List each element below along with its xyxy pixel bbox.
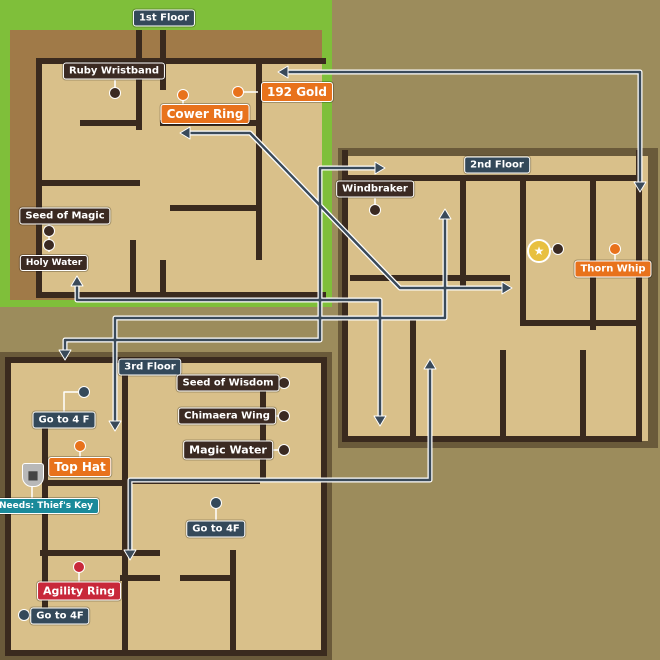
lock-icon: ■ (22, 463, 44, 487)
item-agility-ring[interactable]: Agility Ring (37, 581, 121, 601)
locked-door-note: Needs: Thief's Key (0, 498, 99, 514)
item-marker[interactable] (609, 243, 621, 255)
item-marker[interactable] (278, 444, 290, 456)
routes (24, 65, 647, 616)
item-marker[interactable] (43, 239, 55, 251)
stairs-go-to-4f[interactable]: Go to 4F (186, 520, 246, 538)
third-floor-label: 3rd Floor (118, 358, 182, 376)
item-marker[interactable] (278, 410, 290, 422)
walls (5, 30, 642, 656)
item-marker[interactable] (73, 561, 85, 573)
stairs-marker[interactable] (210, 497, 222, 509)
item-marker[interactable] (177, 89, 189, 101)
stairs-marker[interactable] (78, 386, 90, 398)
item-marker[interactable] (109, 87, 121, 99)
item-seed-of-wisdom[interactable]: Seed of Wisdom (176, 374, 280, 392)
arrowheads (58, 65, 647, 561)
item-holy-water[interactable]: Holy Water (19, 255, 89, 271)
first-floor-label: 1st Floor (132, 9, 196, 27)
item-marker[interactable] (74, 440, 86, 452)
second-floor-label: 2nd Floor (464, 156, 530, 174)
stairs-marker[interactable] (18, 609, 30, 621)
stairs-go-to-4f[interactable]: Go to 4F (30, 607, 90, 625)
item-chimaera-wing[interactable]: Chimaera Wing (178, 407, 276, 425)
item-magic-water[interactable]: Magic Water (183, 440, 273, 460)
second-floor-map (338, 148, 658, 448)
item-ruby-wristband[interactable]: Ruby Wristband (62, 62, 166, 80)
item-windbraker[interactable]: Windbraker (336, 180, 414, 198)
item-marker[interactable] (278, 377, 290, 389)
item-192-gold[interactable]: 192 Gold (260, 82, 334, 102)
stairs-go-to-4f[interactable]: Go to 4 F (32, 411, 96, 429)
item-marker[interactable] (43, 225, 55, 237)
item-cower-ring[interactable]: Cower Ring (160, 104, 250, 124)
item-marker[interactable] (369, 204, 381, 216)
item-top-hat[interactable]: Top Hat (48, 457, 112, 477)
item-thorn-whip[interactable]: Thorn Whip (574, 260, 652, 278)
item-marker[interactable] (552, 243, 564, 255)
item-marker[interactable] (232, 86, 244, 98)
item-seed-of-magic[interactable]: Seed of Magic (19, 207, 111, 225)
mini-medal-icon[interactable]: ★ (527, 239, 551, 263)
